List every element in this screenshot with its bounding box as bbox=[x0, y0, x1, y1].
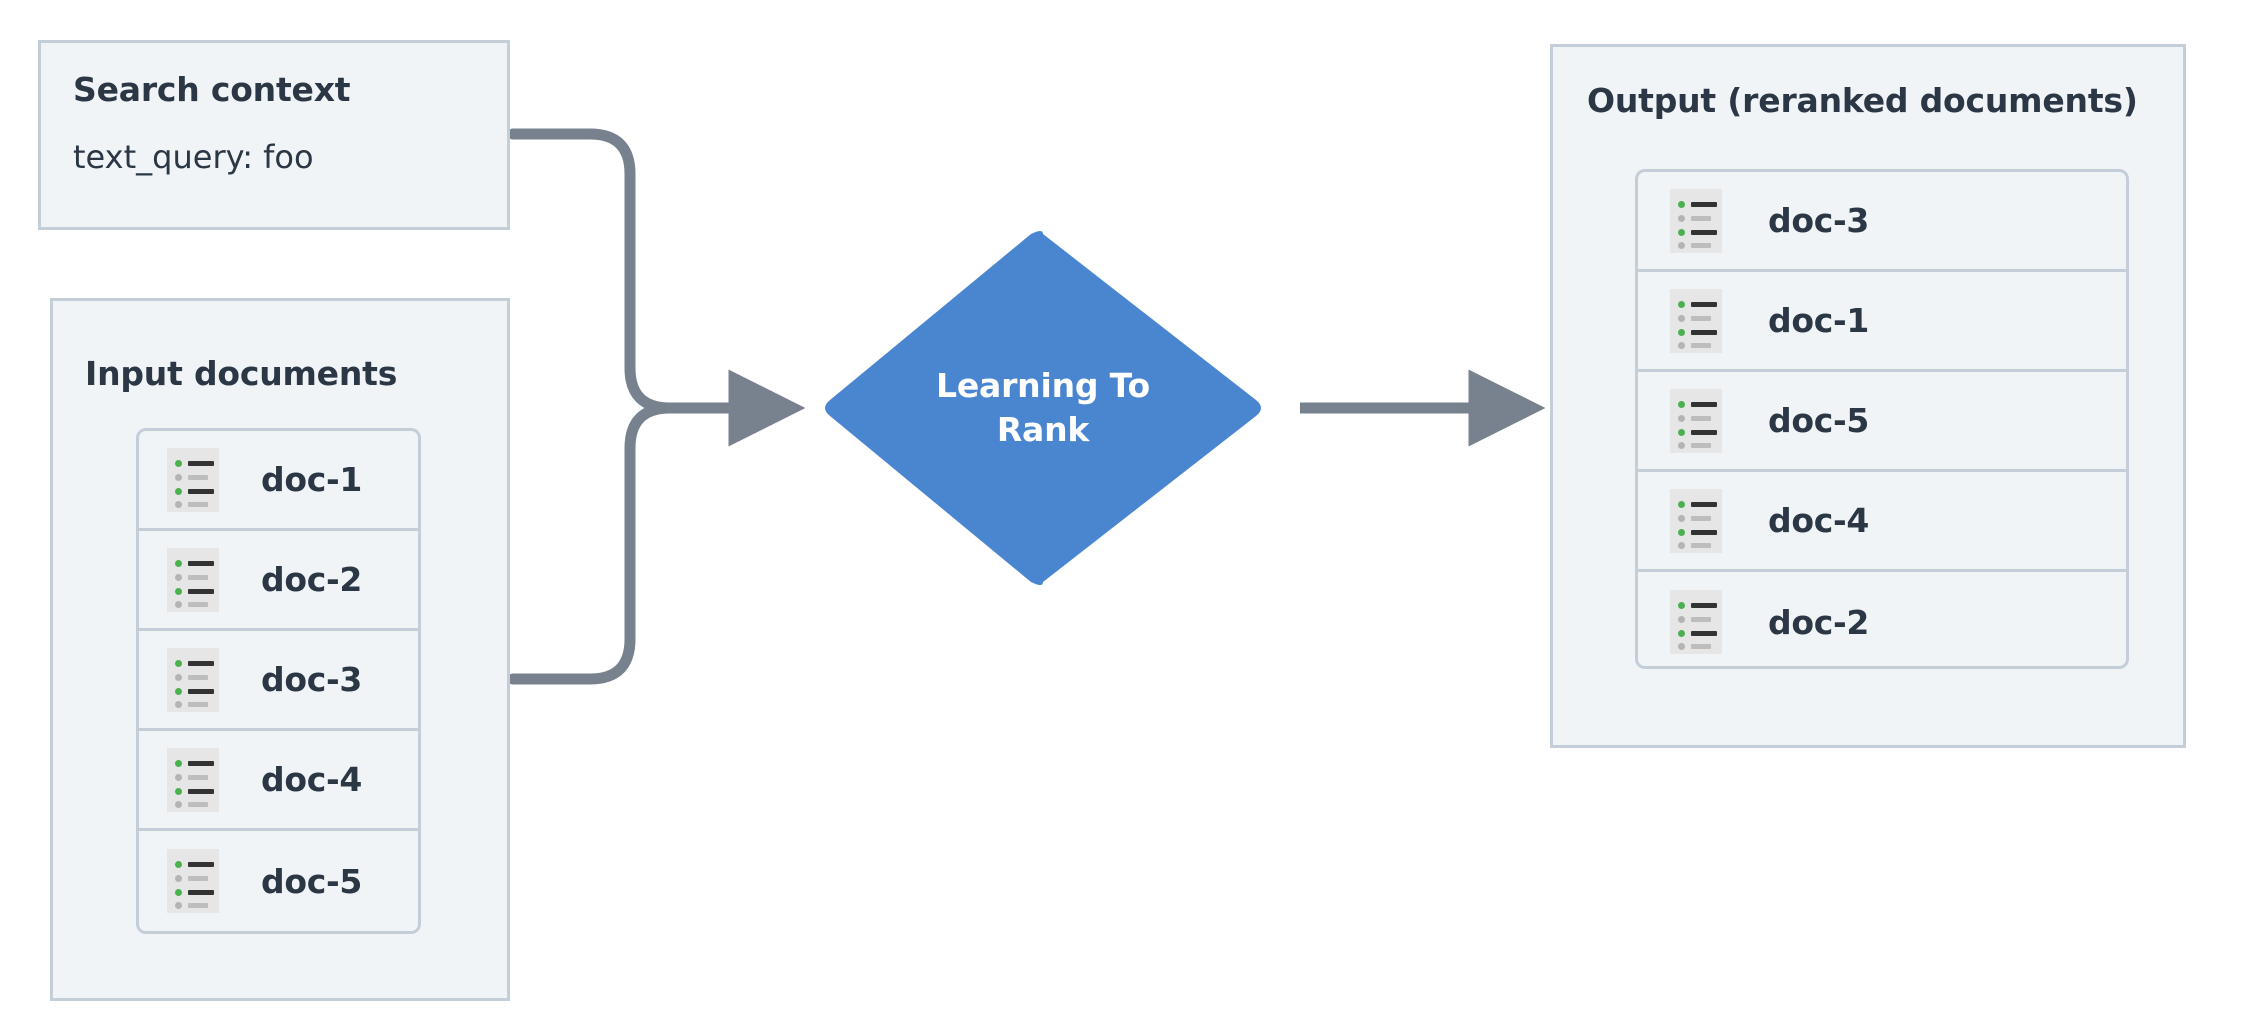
search-context-panel: Search context text_query: foo bbox=[38, 40, 510, 230]
document-list-icon bbox=[167, 647, 219, 712]
output-doc-label: doc-4 bbox=[1768, 501, 1870, 540]
output-documents-list: doc-3 doc-1 doc-5 bbox=[1635, 169, 2129, 669]
input-doc-label: doc-4 bbox=[261, 760, 363, 799]
input-doc-label: doc-1 bbox=[261, 460, 363, 499]
edge-input-documents-to-ltr bbox=[507, 402, 676, 685]
document-list-icon bbox=[167, 849, 219, 913]
output-doc-row-4[interactable]: doc-4 bbox=[1638, 472, 2126, 572]
input-doc-row-1[interactable]: doc-1 bbox=[139, 431, 418, 531]
input-documents-panel: Input documents doc-1 doc-2 bbox=[50, 298, 510, 1001]
document-list-icon bbox=[1670, 488, 1722, 553]
document-list-icon bbox=[167, 747, 219, 812]
output-doc-row-5[interactable]: doc-2 bbox=[1638, 572, 2126, 666]
document-list-icon bbox=[1670, 188, 1722, 253]
search-context-value: text_query: foo bbox=[73, 138, 314, 176]
input-doc-label: doc-3 bbox=[261, 660, 363, 699]
document-list-icon bbox=[1670, 288, 1722, 353]
document-list-icon bbox=[167, 547, 219, 612]
input-doc-row-4[interactable]: doc-4 bbox=[139, 731, 418, 831]
output-doc-label: doc-1 bbox=[1768, 301, 1870, 340]
output-doc-row-1[interactable]: doc-3 bbox=[1638, 172, 2126, 272]
edge-search-context-to-ltr bbox=[507, 128, 676, 414]
document-list-icon bbox=[167, 447, 219, 512]
diamond-shape bbox=[825, 231, 1261, 585]
input-doc-row-2[interactable]: doc-2 bbox=[139, 531, 418, 631]
output-doc-row-3[interactable]: doc-5 bbox=[1638, 372, 2126, 472]
document-list-icon bbox=[1670, 590, 1722, 654]
input-doc-label: doc-2 bbox=[261, 560, 363, 599]
input-documents-list: doc-1 doc-2 doc-3 bbox=[136, 428, 421, 934]
input-documents-title: Input documents bbox=[85, 354, 398, 393]
output-title: Output (reranked documents) bbox=[1587, 81, 2138, 120]
document-list-icon bbox=[1670, 388, 1722, 453]
output-doc-label: doc-5 bbox=[1768, 401, 1870, 440]
learning-to-rank-node[interactable]: Learning To Rank bbox=[820, 228, 1266, 588]
input-doc-label: doc-5 bbox=[261, 861, 363, 901]
output-panel: Output (reranked documents) doc-3 bbox=[1550, 44, 2186, 748]
search-context-title: Search context bbox=[73, 70, 351, 109]
output-doc-row-2[interactable]: doc-1 bbox=[1638, 272, 2126, 372]
output-doc-label: doc-2 bbox=[1768, 602, 1870, 642]
output-doc-label: doc-3 bbox=[1768, 201, 1870, 240]
input-doc-row-3[interactable]: doc-3 bbox=[139, 631, 418, 731]
input-doc-row-5[interactable]: doc-5 bbox=[139, 831, 418, 931]
